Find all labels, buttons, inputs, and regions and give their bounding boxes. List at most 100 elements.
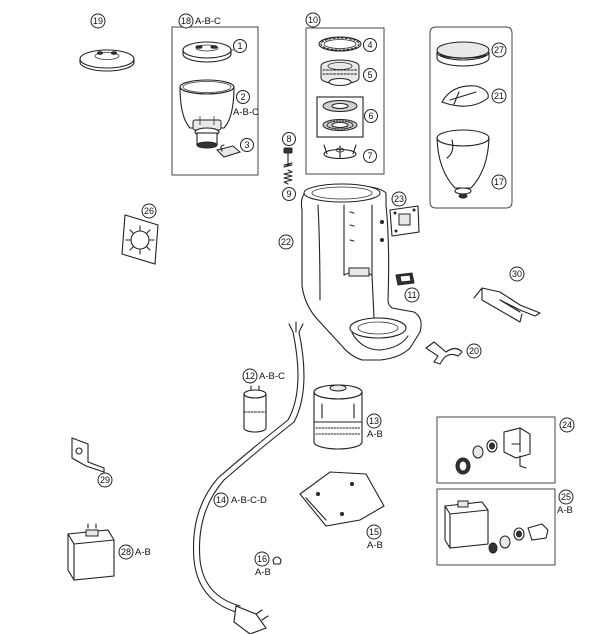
part-26-indicator-plate[interactable] [121,214,159,265]
svg-text:16: 16 [257,554,267,564]
callout-8: 8 [282,132,296,146]
callout-12: 12 [242,368,258,384]
part-4-adjustment-ring[interactable] [318,36,362,52]
svg-text:24: 24 [562,420,572,430]
variant-25: A-B [557,505,573,516]
part-20-fork[interactable] [425,341,463,365]
variant-28: A-B [135,547,151,558]
svg-text:7: 7 [367,151,372,161]
variant-15: A-B [367,540,383,551]
variant-2: A-B-C [233,107,259,118]
part-17-bean-hopper[interactable] [436,129,490,199]
part-29-label-plate[interactable] [71,437,105,473]
part-6-burr-set[interactable] [316,96,364,138]
part-21-portion-disc[interactable] [441,85,489,107]
part-16-cable-clip[interactable] [272,556,282,565]
part-5-burr-carrier[interactable] [320,59,360,87]
callout-16: 16 [254,551,270,567]
svg-text:18: 18 [181,16,191,26]
svg-text:5: 5 [367,70,372,80]
svg-text:21: 21 [494,91,504,101]
callout-6: 6 [364,109,378,123]
group-box-24 [436,416,556,484]
callout-17: 17 [491,174,507,190]
callout-2: 2 [236,90,250,104]
svg-text:20: 20 [469,346,479,356]
callout-30: 30 [509,266,525,282]
part-3-shutter[interactable] [216,144,242,158]
callout-1: 1 [233,39,247,53]
group-box-hopper [429,26,513,209]
svg-text:23: 23 [394,194,404,204]
svg-text:27: 27 [494,45,504,55]
part-8-screw[interactable] [283,147,293,168]
callout-10: 10 [305,12,321,28]
part-15-base-plate[interactable] [299,471,385,527]
part-11-switch[interactable] [395,272,415,286]
group-box-10 [305,27,385,175]
part-24-switch-assembly[interactable] [455,427,531,475]
callout-11: 11 [404,287,420,303]
callout-14: 14 [213,492,229,508]
part-30-bracket[interactable] [473,287,541,323]
svg-text:25: 25 [561,492,571,502]
part-13-motor[interactable] [313,384,363,450]
group-box-25 [436,488,556,566]
callout-19: 19 [90,13,106,29]
svg-text:15: 15 [369,527,379,537]
callout-9: 9 [282,187,296,201]
group-box-18 [171,26,259,176]
svg-text:22: 22 [281,237,291,247]
callout-24: 24 [559,417,575,433]
callout-23: 23 [391,191,407,207]
svg-text:19: 19 [93,16,103,26]
part-2-hopper[interactable] [179,79,235,149]
callout-13: 13 [366,413,382,429]
callout-7: 7 [363,149,377,163]
part-14-power-cord[interactable] [192,321,305,634]
svg-text:10: 10 [308,15,318,25]
part-22-grinder-body[interactable] [300,183,422,361]
part-12-capacitor[interactable] [243,385,267,433]
svg-text:4: 4 [367,40,372,50]
svg-text:8: 8 [286,134,291,144]
callout-20: 20 [466,343,482,359]
part-23-gasket[interactable] [389,205,420,237]
svg-text:30: 30 [512,269,522,279]
part-25-relay-assembly[interactable] [444,500,549,554]
svg-text:3: 3 [244,140,249,150]
part-7-burr-holder[interactable] [323,144,357,160]
callout-22: 22 [278,234,294,250]
part-27-hopper-cap[interactable] [436,41,490,67]
callout-26: 26 [141,203,157,219]
callout-5: 5 [363,68,377,82]
part-19-hopper-lid[interactable] [79,49,135,72]
svg-text:9: 9 [286,189,291,199]
svg-text:17: 17 [494,177,504,187]
callout-15: 15 [366,524,382,540]
svg-text:29: 29 [100,475,110,485]
variant-14: A-B-C-D [231,495,267,506]
svg-text:11: 11 [407,290,416,300]
part-28-relay-box[interactable] [67,523,115,581]
variant-18: A-B-C [195,16,221,27]
svg-text:13: 13 [369,416,379,426]
svg-text:1: 1 [237,41,242,51]
variant-16: A-B [255,567,271,578]
variant-12: A-B-C [259,371,285,382]
callout-18: 18 [178,13,194,29]
callout-25: 25 [558,489,574,505]
variant-13: A-B [367,429,383,440]
part-9-spring[interactable] [283,169,293,185]
svg-text:14: 14 [216,495,226,505]
svg-text:26: 26 [144,206,154,216]
callout-3: 3 [240,138,254,152]
svg-text:6: 6 [368,111,373,121]
svg-text:28: 28 [121,547,131,557]
callout-28: 28 [118,544,134,560]
callout-4: 4 [363,38,377,52]
part-1-lid[interactable] [182,41,232,63]
svg-text:2: 2 [240,92,245,102]
svg-text:12: 12 [245,371,255,381]
